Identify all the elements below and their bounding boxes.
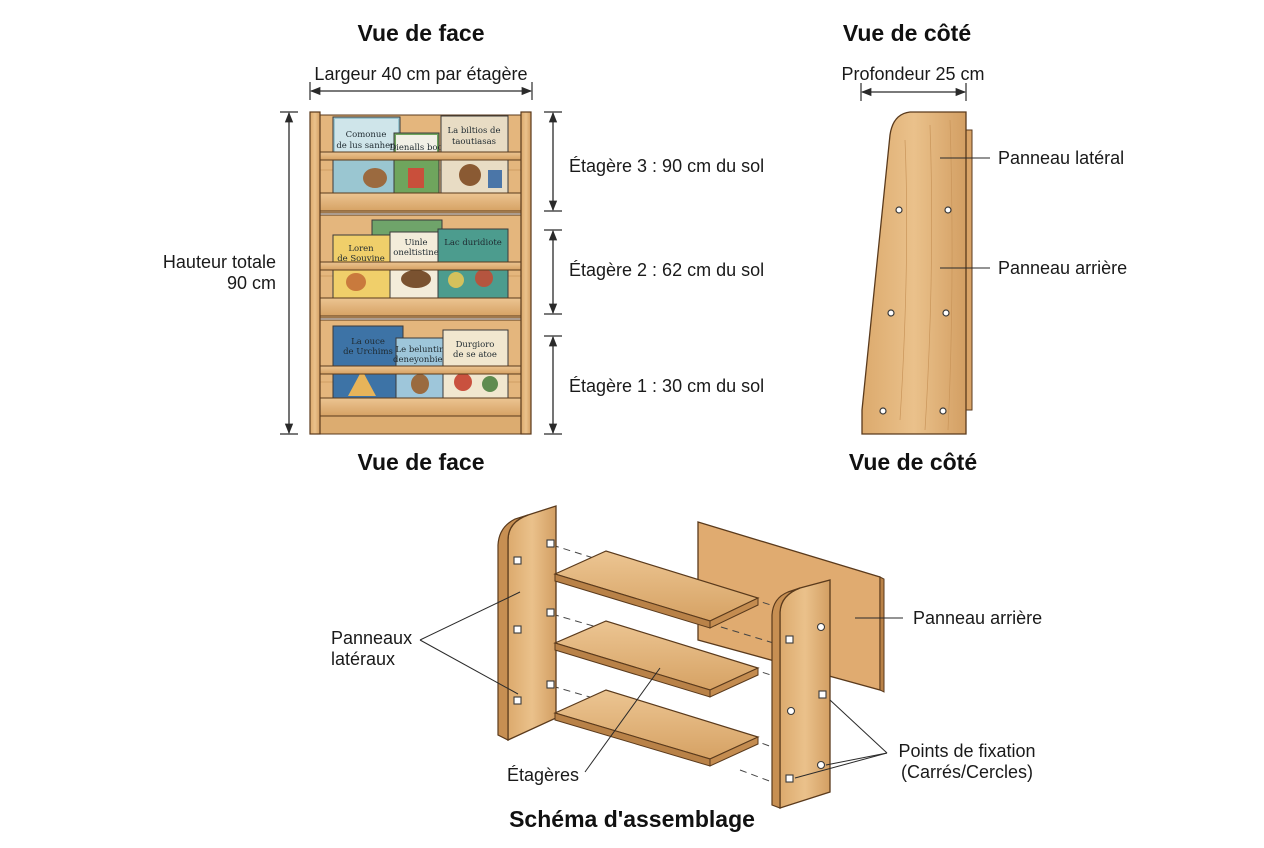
assembly-back-panel-label: Panneau arrière — [913, 608, 1043, 628]
front-view: Comonue de lus sanhen Dienalls boo La bi… — [280, 82, 562, 435]
svg-text:deneyonbies: deneyonbies — [393, 355, 447, 365]
assembly-leaders — [419, 591, 903, 779]
svg-text:de se atoe: de se atoe — [453, 350, 497, 360]
side-panels-label-line2: latéraux — [331, 649, 396, 669]
side-view — [860, 83, 990, 435]
assembly-left-side-panel — [497, 505, 557, 742]
front-view-caption: Vue de face — [357, 449, 485, 475]
back-panel-label: Panneau arrière — [998, 258, 1128, 278]
svg-text:de Urchims: de Urchims — [343, 347, 393, 357]
shelf-2-label: Étagère 2 : 62 cm du sol — [569, 260, 765, 280]
depth-label: Profondeur 25 cm — [841, 64, 985, 84]
assembly-right-side-panel — [771, 579, 831, 809]
width-label: Largeur 40 cm par étagère — [314, 64, 528, 84]
book-title: Comonue — [346, 130, 387, 140]
front-view-title: Vue de face — [357, 20, 485, 46]
svg-text:Durgioro: Durgioro — [456, 340, 495, 350]
svg-text:de Souvine: de Souvine — [337, 254, 385, 264]
svg-text:La ouce: La ouce — [351, 337, 385, 347]
svg-text:oneltistine: oneltistine — [393, 248, 438, 258]
svg-text:Uinle: Uinle — [404, 238, 427, 248]
svg-text:taoutiasas: taoutiasas — [452, 137, 496, 147]
svg-text:Le beluntin: Le beluntin — [395, 345, 445, 355]
shelf-3-label: Étagère 3 : 90 cm du sol — [569, 156, 765, 176]
side-view-caption: Vue de côté — [848, 449, 978, 475]
books-shelf-2: Loren de Souvine Uinle oneltistine Lac d… — [332, 219, 509, 299]
fixing-points-label-line1: Points de fixation — [898, 741, 1036, 761]
side-panel-shape — [861, 111, 967, 435]
side-panels-label-line1: Panneaux — [331, 628, 413, 648]
books-shelf-1: La ouce de Urchims Le beluntin deneyonbi… — [332, 325, 509, 399]
fixing-points-label-line2: (Carrés/Cercles) — [900, 762, 1034, 782]
svg-text:Loren: Loren — [348, 244, 374, 254]
svg-text:de lus sanhen: de lus sanhen — [336, 141, 396, 151]
svg-text:La biltios de: La biltios de — [447, 126, 500, 136]
side-view-title: Vue de côté — [842, 20, 972, 46]
shelf-1-label: Étagère 1 : 30 cm du sol — [569, 376, 765, 396]
height-label-line1: Hauteur totale — [162, 252, 276, 272]
front-uprights — [309, 111, 532, 435]
side-panel-label: Panneau latéral — [998, 148, 1125, 168]
height-label-line2: 90 cm — [226, 273, 276, 293]
shelves-label: Étagères — [507, 765, 580, 785]
svg-text:Lac duridiote: Lac duridiote — [444, 238, 502, 248]
shelf-dimension-brackets — [544, 111, 562, 435]
assembly-view — [419, 505, 903, 809]
assembly-shelves — [553, 550, 760, 767]
assembly-title: Schéma d'assemblage — [509, 806, 755, 832]
side-fixing-holes — [879, 206, 952, 415]
svg-text:Dienalls boo: Dienalls boo — [389, 143, 442, 153]
